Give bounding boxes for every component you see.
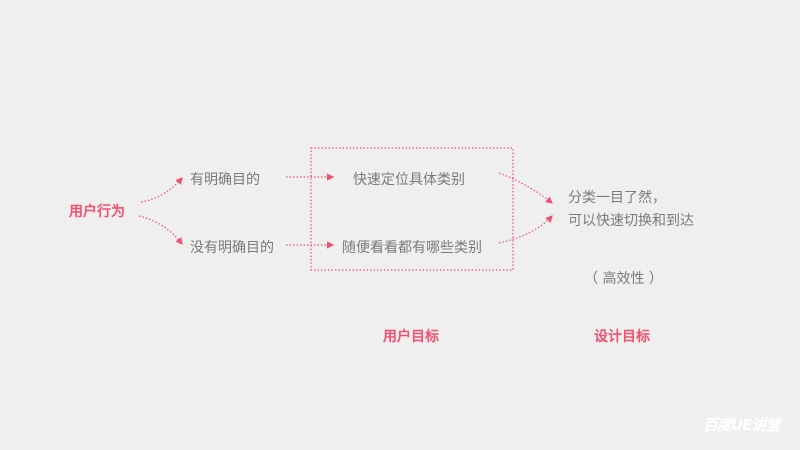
watermark-logo: 百度UE讲堂 xyxy=(703,416,780,434)
efficiency-note: （ 高效性 ） xyxy=(584,271,663,287)
arrow-to-aimless xyxy=(138,215,183,245)
design-result-line1: 分类一目了然， xyxy=(568,190,666,206)
behavior-aimless: 没有明确目的 xyxy=(190,240,274,256)
user-goal-box xyxy=(310,147,514,271)
design-result-line2: 可以快速切换和到达 xyxy=(568,213,694,229)
user-behavior-label: 用户行为 xyxy=(69,204,125,220)
user-goal-heading: 用户目标 xyxy=(383,329,439,345)
behavior-purposeful: 有明确目的 xyxy=(190,172,260,188)
arrow-goal2-to-result xyxy=(498,215,553,244)
goal-locate-category: 快速定位具体类别 xyxy=(353,172,465,188)
arrow-goal1-to-result xyxy=(498,172,553,204)
goal-browse-categories: 随便看看都有哪些类别 xyxy=(342,240,482,256)
design-goal-heading: 设计目标 xyxy=(594,329,650,345)
arrow-to-purposeful xyxy=(140,177,183,203)
